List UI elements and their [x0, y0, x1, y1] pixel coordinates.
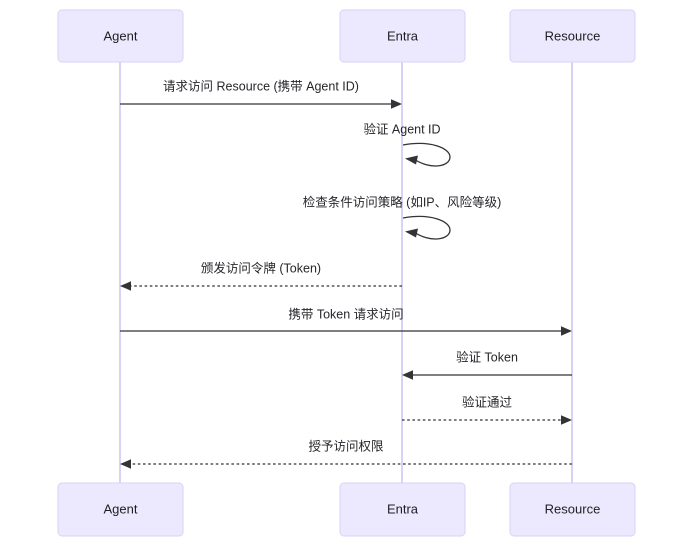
actor-bottom-resource-label: Resource — [545, 501, 601, 516]
message-3-check-conditional-access[interactable]: 检查条件访问策略 (如IP、风险等级) — [303, 194, 502, 240]
message-8-label: 授予访问权限 — [308, 438, 384, 453]
actor-bottom-resource[interactable]: Resource — [509, 482, 636, 537]
message-8-arrowhead — [120, 459, 131, 469]
message-3-arrowhead — [405, 228, 418, 238]
actor-bottom-entra[interactable]: Entra — [339, 482, 466, 537]
message-3-self-loop-path — [402, 215, 451, 240]
actor-top-resource-box — [509, 9, 636, 63]
message-7-label: 验证通过 — [462, 394, 513, 409]
message-4-label: 颁发访问令牌 (Token) — [201, 260, 321, 275]
actor-top-resource[interactable]: Resource — [509, 9, 636, 63]
actor-boxes-top: Agent Entra Resource — [57, 9, 636, 63]
message-7-arrowhead — [561, 415, 572, 425]
actor-bottom-resource-box — [509, 482, 636, 537]
actor-bottom-agent[interactable]: Agent — [57, 482, 184, 537]
actor-boxes-bottom: Agent Entra Resource — [57, 482, 636, 537]
actor-top-agent-box — [57, 9, 184, 63]
message-2-self-loop-path — [402, 142, 451, 167]
message-4-arrowhead — [120, 281, 131, 291]
message-6-arrowhead — [402, 370, 413, 380]
actor-bottom-agent-label: Agent — [104, 501, 138, 516]
message-4-issue-token[interactable]: 颁发访问令牌 (Token) — [120, 260, 402, 291]
message-2-arrowhead — [405, 155, 418, 165]
actor-bottom-entra-label: Entra — [387, 501, 419, 516]
actor-top-entra-label: Entra — [387, 28, 419, 43]
actor-top-agent[interactable]: Agent — [57, 9, 184, 63]
message-3-label: 检查条件访问策略 (如IP、风险等级) — [303, 194, 502, 209]
message-2-label: 验证 Agent ID — [363, 121, 440, 136]
message-1-arrowhead — [391, 99, 402, 109]
actor-top-entra[interactable]: Entra — [339, 9, 466, 63]
message-5-access-with-token[interactable]: 携带 Token 请求访问 — [120, 306, 572, 336]
message-2-verify-agent-id[interactable]: 验证 Agent ID — [363, 121, 451, 167]
message-1-request-access[interactable]: 请求访问 Resource (携带 Agent ID) — [120, 78, 402, 109]
message-5-arrowhead — [561, 326, 572, 336]
message-5-label: 携带 Token 请求访问 — [288, 306, 403, 321]
actor-bottom-agent-box — [57, 482, 184, 537]
lifelines-group — [119, 62, 573, 483]
message-1-label: 请求访问 Resource (携带 Agent ID) — [163, 78, 359, 93]
actor-top-agent-label: Agent — [104, 28, 138, 43]
message-7-verification-passed[interactable]: 验证通过 — [402, 394, 572, 425]
actor-top-entra-box — [339, 9, 466, 63]
message-6-verify-token[interactable]: 验证 Token — [402, 349, 572, 380]
actor-top-resource-label: Resource — [545, 28, 601, 43]
actor-bottom-entra-box — [339, 482, 466, 537]
message-6-label: 验证 Token — [456, 349, 518, 364]
message-8-grant-access[interactable]: 授予访问权限 — [120, 438, 572, 469]
